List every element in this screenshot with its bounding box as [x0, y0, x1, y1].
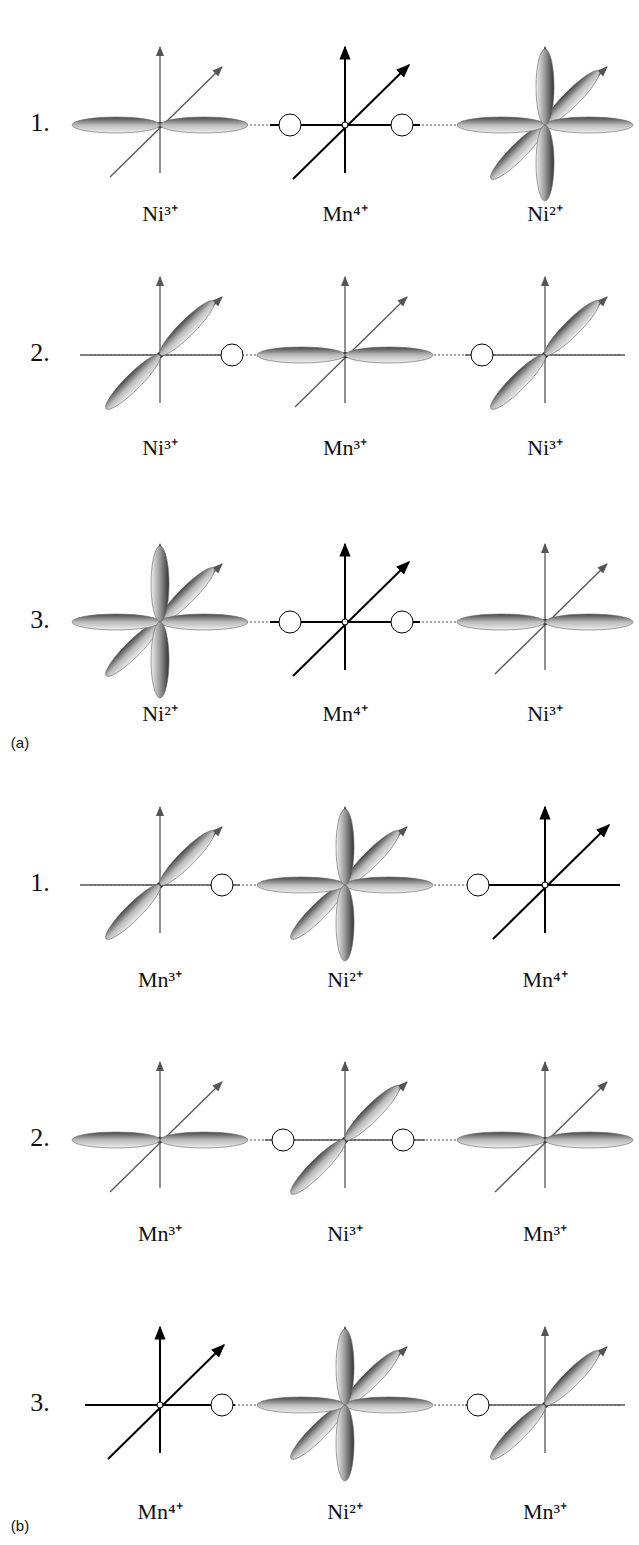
row-number: 1. [30, 869, 50, 898]
ion-label: Mn³⁺ [523, 1500, 567, 1524]
ion-label: Ni²⁺ [327, 968, 363, 992]
ion-label: Ni³⁺ [527, 702, 563, 726]
ion-label: Ni³⁺ [327, 1222, 363, 1246]
ion-label: Mn⁴⁺ [322, 202, 367, 226]
ion-label: Ni³⁺ [142, 436, 178, 460]
ion-label: Mn³⁺ [523, 1222, 567, 1246]
row-number: 2. [30, 1124, 50, 1153]
row-number: 2. [30, 339, 50, 368]
panel-label: (b) [11, 1518, 29, 1535]
ion-label: Mn³⁺ [138, 968, 182, 992]
row-number: 1. [30, 109, 50, 138]
ion-label: Mn³⁺ [323, 436, 367, 460]
ion-label: Ni²⁺ [527, 202, 563, 226]
ion-label: Ni³⁺ [527, 436, 563, 460]
row-number: 3. [30, 606, 50, 635]
ion-label: Ni²⁺ [327, 1500, 363, 1524]
ion-label: Ni²⁺ [142, 702, 178, 726]
ion-label: Mn³⁺ [138, 1222, 182, 1246]
ion-label: Mn⁴⁺ [522, 968, 567, 992]
ion-label: Ni³⁺ [142, 202, 178, 226]
row-number: 3. [30, 1389, 50, 1418]
ion-label: Mn⁴⁺ [137, 1500, 182, 1524]
ion-label: Mn⁴⁺ [322, 702, 367, 726]
panel-label: (a) [11, 735, 29, 752]
